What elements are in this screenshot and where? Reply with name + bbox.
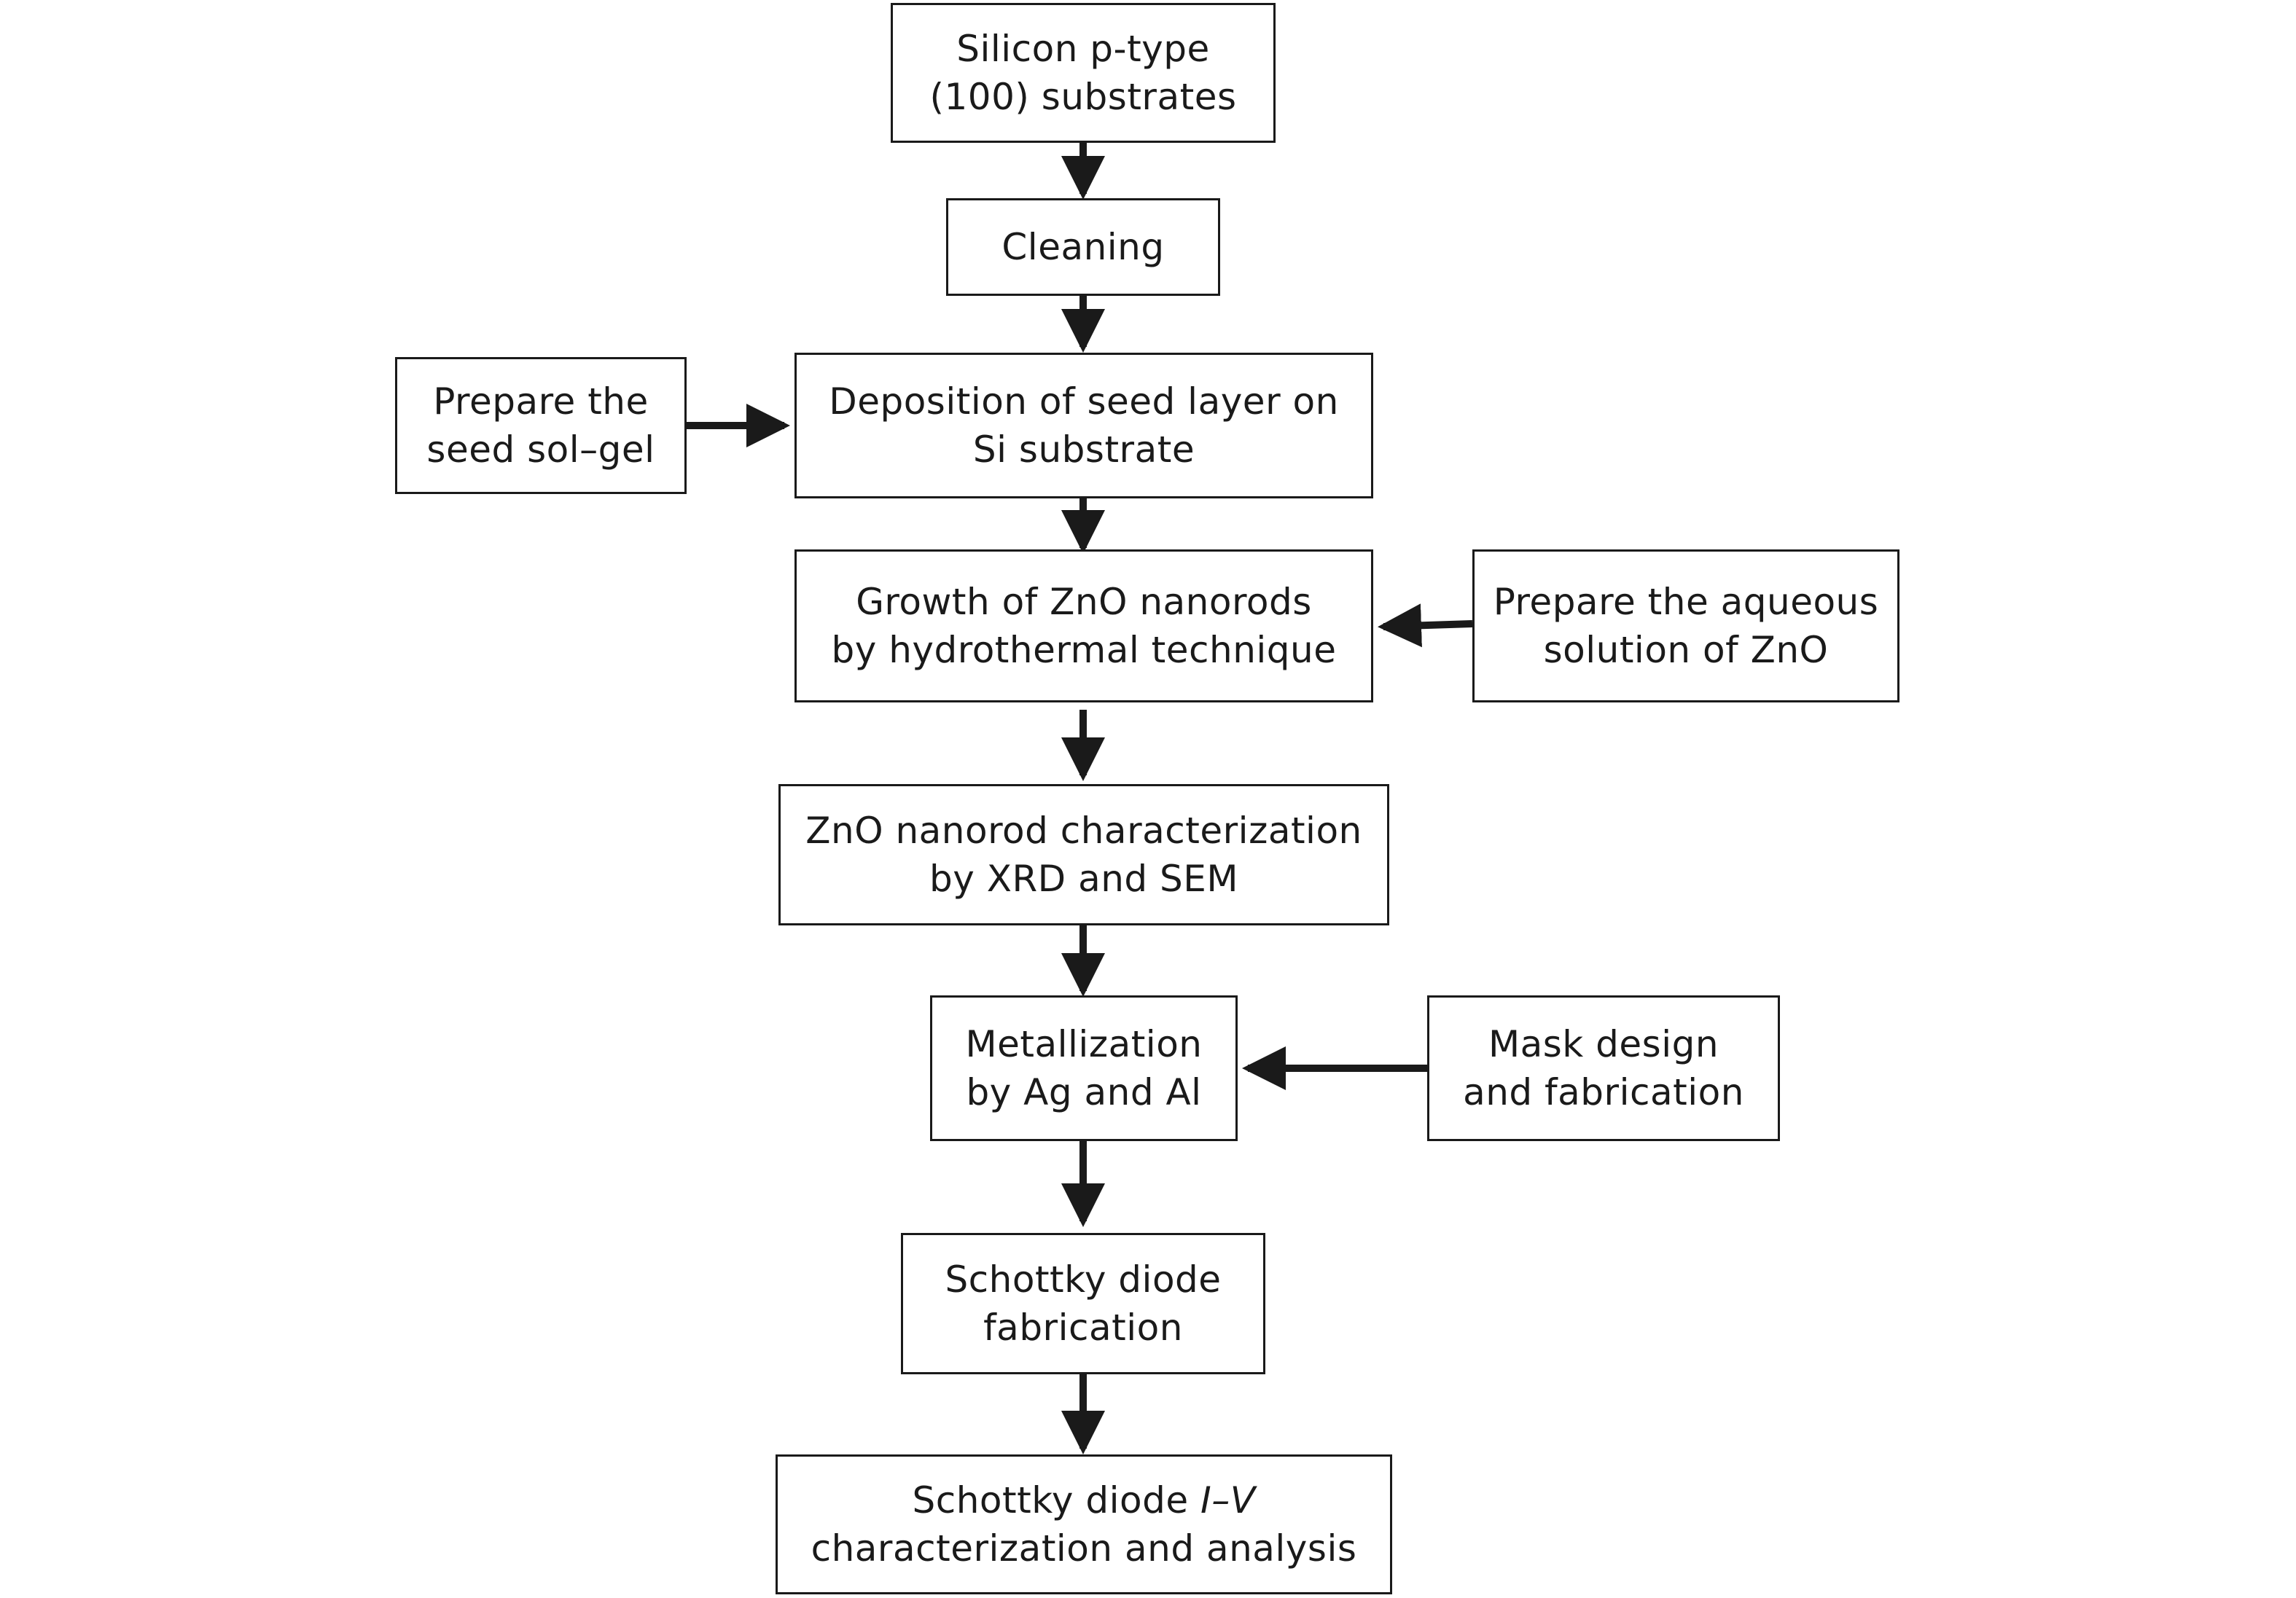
arrow-aqueous-to-growth (1378, 603, 1473, 648)
node-mask-line1: Mask design (1488, 1023, 1719, 1065)
node-growth-zno-nanorods: Growth of ZnO nanorods by hydrothermal t… (794, 549, 1373, 702)
node-metallization: Metallization by Ag and Al (930, 995, 1238, 1141)
node-schottky-fab-line2: fabrication (983, 1307, 1183, 1349)
node-silicon-line1: Silicon p-type (956, 28, 1210, 70)
node-schottky-fabrication: Schottky diode fabrication (901, 1233, 1265, 1374)
node-zno-characterization: ZnO nanorod characterization by XRD and … (778, 784, 1389, 925)
node-iv-line1: Schottky diode I–V (913, 1476, 1256, 1524)
node-deposition-line2: Si substrate (972, 428, 1195, 471)
node-prepare-seed-solgel: Prepare the seed sol–gel (395, 357, 687, 494)
node-iv-line2: characterization and analysis (811, 1527, 1357, 1570)
node-metallization-line2: by Ag and Al (966, 1071, 1202, 1113)
node-aqueous-line1: Prepare the aqueous (1493, 581, 1879, 623)
node-aqueous-line2: solution of ZnO (1543, 629, 1829, 671)
node-seed-solgel-line2: seed sol–gel (426, 428, 655, 471)
node-growth-line2: by hydrothermal technique (831, 629, 1337, 671)
node-silicon-line2: (100) substrates (929, 76, 1237, 118)
node-characterization-line2: by XRD and SEM (929, 858, 1239, 900)
node-prepare-aqueous-solution: Prepare the aqueous solution of ZnO (1472, 549, 1899, 702)
node-cleaning-line1: Cleaning (1001, 226, 1165, 268)
node-cleaning: Cleaning (946, 198, 1220, 296)
node-schottky-fab-line1: Schottky diode (945, 1258, 1222, 1301)
node-iv-line1-italic: I–V (1200, 1479, 1256, 1521)
node-mask-design: Mask design and fabrication (1427, 995, 1780, 1141)
node-seed-solgel-line1: Prepare the (433, 380, 649, 423)
node-iv-characterization: Schottky diode I–V characterization and … (776, 1454, 1392, 1594)
node-mask-line2: and fabrication (1463, 1071, 1744, 1113)
node-iv-line1-prefix: Schottky diode (912, 1479, 1201, 1521)
node-deposition-seed-layer: Deposition of seed layer on Si substrate (794, 353, 1373, 498)
node-deposition-line1: Deposition of seed layer on (829, 380, 1339, 423)
node-metallization-line1: Metallization (965, 1023, 1203, 1065)
node-growth-line1: Growth of ZnO nanorods (856, 581, 1312, 623)
node-characterization-line1: ZnO nanorod characterization (805, 810, 1362, 852)
node-silicon-substrates: Silicon p-type (100) substrates (891, 3, 1276, 143)
